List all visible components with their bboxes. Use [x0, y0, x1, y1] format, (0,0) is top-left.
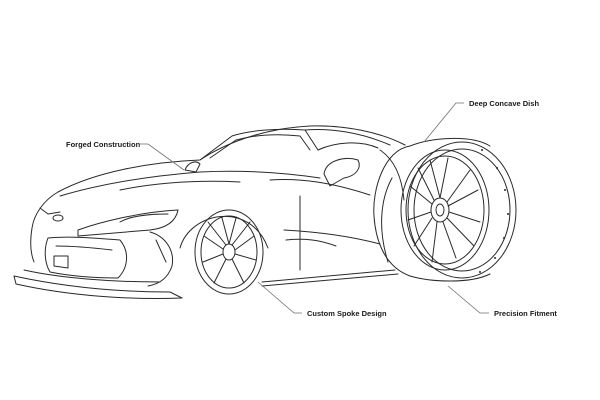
front-splitter [13, 275, 183, 299]
car-body [13, 125, 406, 299]
callout-forged-construction: Forged Construction [66, 140, 141, 149]
leader-forged [140, 143, 185, 171]
front-intake [44, 236, 127, 279]
front-wheel [194, 209, 264, 295]
leader-dish [423, 102, 464, 143]
callout-precision-fitment: Precision Fitment [494, 309, 557, 318]
emblem [52, 214, 64, 222]
leader-fitment [447, 285, 489, 314]
leader-spoke [257, 281, 302, 314]
exploded-wheel [373, 138, 517, 282]
headlight [77, 209, 179, 237]
callout-custom-spoke-design: Custom Spoke Design [307, 309, 387, 318]
callout-deep-concave-dish: Deep Concave Dish [469, 99, 540, 108]
side-mirror [323, 158, 360, 187]
